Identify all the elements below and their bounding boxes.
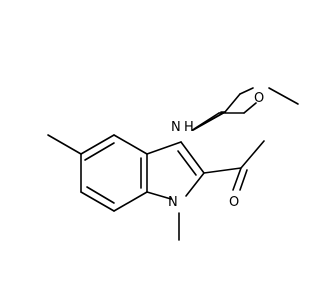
bond-carbonyl-oxygen-a — [232, 167, 242, 191]
carbonyl-o-label: O — [229, 195, 239, 210]
ether-o-label: O — [254, 91, 264, 106]
bond-c4-c5-inner — [84, 142, 115, 161]
amide-h-label: H — [184, 120, 194, 135]
bond-ch2-oxygen-corrected — [243, 102, 257, 114]
bond-carbonyl-oxygen-b — [239, 169, 248, 191]
bond-c2-carbonyl — [203, 167, 242, 174]
bond-c7-c6-inner — [86, 186, 115, 204]
bond-c7-c6 — [80, 191, 115, 212]
bond-c2-n1 — [185, 172, 205, 197]
bond-c7a-c7 — [113, 191, 148, 212]
bond-c5-methyl — [47, 134, 82, 155]
chemical-structure: N H N O O — [47, 87, 299, 241]
amide-n-label: N — [171, 120, 181, 135]
bond-ch2-oxygen — [239, 87, 254, 95]
bond-amide-n-ch2-corrected — [193, 112, 220, 130]
bond-c3a-c3 — [146, 141, 182, 155]
bond-c3-c2 — [180, 141, 205, 174]
bond-n1-c7a — [146, 191, 172, 200]
bond-carbonyl-amide-n — [240, 140, 265, 169]
bond-oxygen-methyl — [268, 87, 299, 105]
bond-c5-c4 — [80, 134, 115, 155]
ring-n-label: N — [168, 195, 178, 210]
bond-ch2-ch2-b — [224, 93, 241, 113]
bond-c3-c2-inner — [177, 150, 197, 176]
bond-c4-c3a — [113, 134, 148, 155]
